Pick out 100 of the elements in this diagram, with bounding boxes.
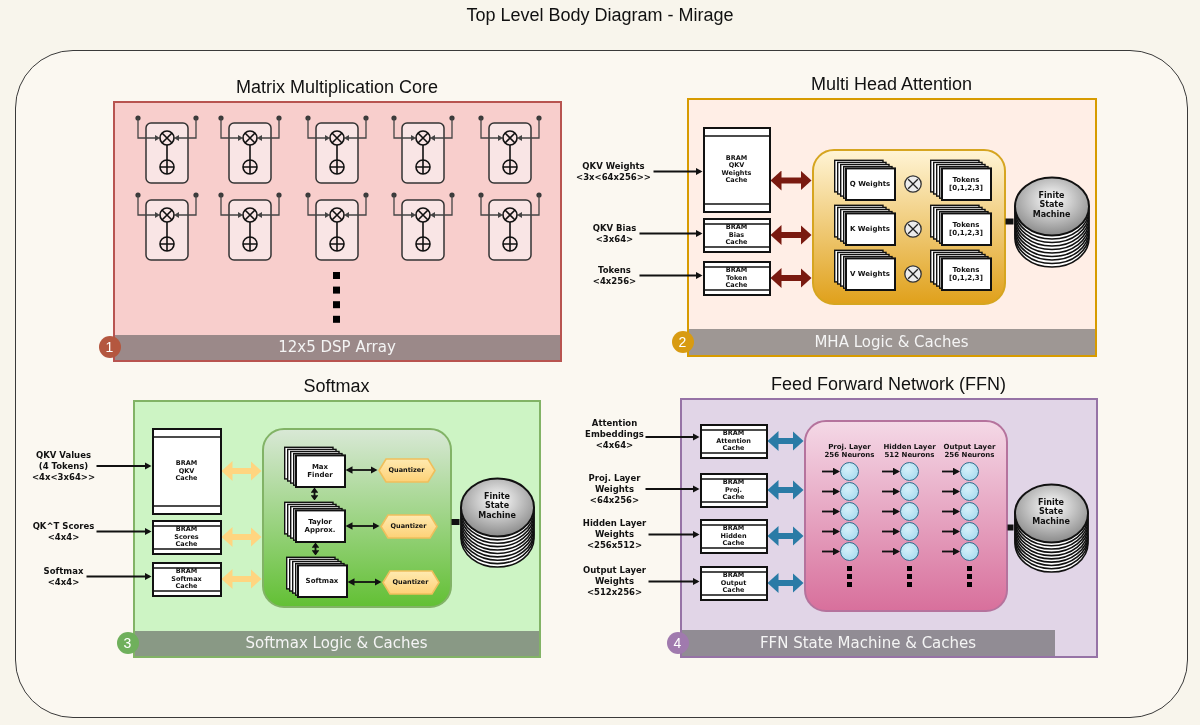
double-arrow — [767, 431, 804, 451]
neuron-circle — [960, 542, 979, 561]
caption-bar: MHA Logic & Caches — [688, 328, 1095, 355]
connector-line — [1007, 524, 1014, 531]
state-machine-label: Finite State Machine — [478, 491, 516, 520]
neuron-circle — [840, 502, 859, 521]
card-stack — [283, 445, 346, 488]
double-arrow — [770, 268, 812, 288]
logic-block — [803, 419, 1008, 612]
neuron-circle — [840, 522, 859, 541]
arrow — [941, 507, 960, 516]
neuron-circle — [900, 462, 919, 481]
caption-bar: Softmax Logic & Caches — [134, 630, 539, 656]
input-label: QK^T Scores <4x4> — [30, 520, 97, 543]
arrow — [881, 467, 900, 476]
logic-block — [261, 427, 452, 608]
arrow — [95, 527, 152, 536]
diagram-title: Top Level Body Diagram - Mirage — [466, 4, 734, 27]
arrow — [647, 530, 700, 539]
neuron-circle — [960, 462, 979, 481]
arrow — [821, 547, 840, 556]
state-machine-label: Finite State Machine — [1032, 190, 1071, 219]
double-arrow — [767, 526, 804, 546]
memory-block — [699, 518, 768, 554]
double-arrow — [347, 578, 382, 586]
quantizer-hexagon — [377, 457, 436, 483]
number-badge: 2 — [671, 330, 694, 353]
arrow — [821, 527, 840, 536]
card-stack — [929, 248, 992, 291]
state-machine-label: Finite State Machine — [1032, 497, 1070, 526]
neuron-circle — [960, 522, 979, 541]
memory-block — [699, 472, 768, 508]
card-stack — [833, 248, 896, 291]
input-label: QKV Bias <3x64> — [589, 222, 640, 245]
arrow — [941, 527, 960, 536]
logic-block — [811, 148, 1006, 305]
number-badge: 1 — [98, 336, 121, 358]
arrow — [647, 577, 700, 586]
panel-heading: Feed Forward Network (FFN) — [771, 372, 1006, 395]
card-stack — [833, 158, 896, 201]
neuron-circle — [900, 482, 919, 501]
disk-stack-cylinder — [1013, 482, 1089, 573]
double-arrow — [221, 527, 262, 547]
arrow — [95, 462, 152, 470]
double-arrow — [311, 542, 320, 556]
connector-line — [451, 519, 460, 525]
input-label: Proj. Layer Weights <64x256> — [583, 472, 646, 506]
arrow — [644, 433, 700, 441]
double-arrow — [770, 170, 812, 191]
disk-stack-cylinder — [459, 476, 535, 568]
arrow — [638, 271, 703, 280]
number-badge: 3 — [116, 632, 139, 654]
neuron-circle — [840, 542, 859, 561]
disk-stack-cylinder — [1013, 175, 1090, 268]
double-arrow — [221, 569, 262, 589]
memory-block — [151, 561, 222, 597]
arrow — [644, 485, 700, 493]
neuron-circle — [960, 482, 979, 501]
quantizer-hexagon — [381, 569, 440, 595]
neuron-circle — [900, 502, 919, 521]
double-arrow — [770, 225, 812, 245]
neuron-circle — [960, 502, 979, 521]
memory-block — [151, 427, 222, 515]
memory-block — [699, 565, 768, 601]
card-stack — [283, 500, 346, 543]
neuron-circle — [900, 522, 919, 541]
arrow — [638, 229, 703, 238]
card-stack — [285, 555, 348, 598]
neuron-circle — [840, 482, 859, 501]
double-arrow — [767, 480, 804, 500]
quantizer-hexagon — [379, 513, 438, 539]
number-badge: 4 — [666, 631, 689, 654]
double-arrow — [767, 573, 804, 593]
card-stack — [929, 158, 992, 201]
arrow — [941, 467, 960, 476]
connector-line — [1005, 218, 1014, 225]
input-label: QKV Values (4 Tokens) <4x<3x64>> — [30, 449, 97, 483]
input-label: QKV Weights <3x<64x256>> — [573, 160, 654, 183]
arrow — [941, 487, 960, 496]
card-stack — [833, 203, 896, 246]
double-arrow — [345, 522, 380, 530]
caption-bar: FFN State Machine & Caches — [681, 629, 1055, 656]
arrow — [821, 487, 840, 496]
double-arrow — [345, 466, 378, 474]
arrow — [85, 572, 152, 581]
input-label: Softmax <4x4> — [40, 565, 87, 588]
memory-block — [702, 260, 771, 296]
input-label: Attention Embeddings <4x64> — [583, 417, 646, 451]
arrow — [881, 487, 900, 496]
arrow — [881, 527, 900, 536]
panel-heading: Matrix Multiplication Core — [235, 75, 439, 98]
neuron-circle — [900, 542, 919, 561]
caption-bar: 12x5 DSP Array — [114, 334, 560, 360]
double-arrow — [310, 487, 319, 501]
panel-heading: Softmax — [303, 374, 370, 397]
panel-heading: Multi Head Attention — [810, 72, 973, 95]
arrow — [881, 547, 900, 556]
card-stack — [929, 203, 992, 246]
arrow — [881, 507, 900, 516]
arrow — [652, 167, 703, 176]
